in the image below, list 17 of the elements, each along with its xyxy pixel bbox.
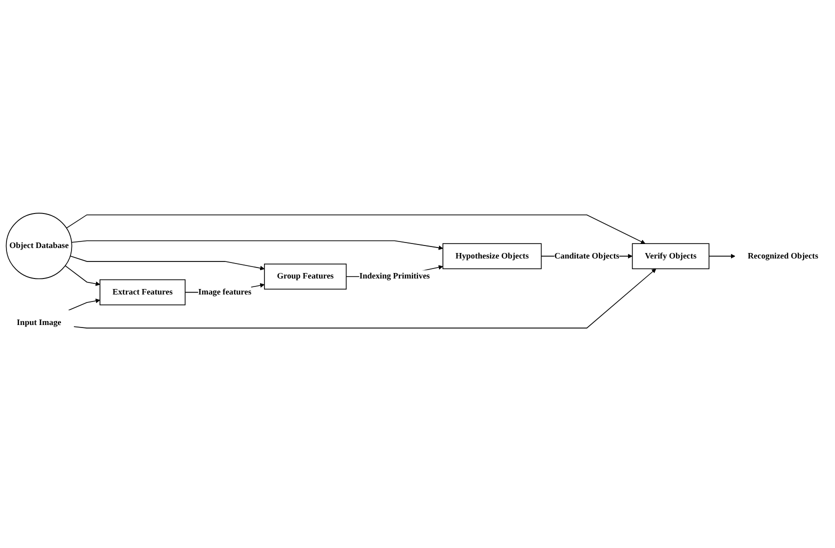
edge-label: Indexing Primitives — [359, 272, 430, 280]
arrow — [68, 298, 100, 310]
node-box: Hypothesize Objects — [442, 242, 542, 269]
node-box: Extract Features — [100, 279, 186, 305]
edge-label: Canditate Objects — [554, 251, 620, 260]
node-text: Input Image — [16, 318, 62, 327]
arrow — [71, 240, 444, 250]
arrow — [708, 254, 736, 258]
node-text: Recognized Objects — [748, 251, 818, 260]
arrow — [64, 265, 100, 286]
edge-label: Image features — [198, 287, 252, 296]
arrow — [66, 214, 646, 244]
node-box: Verify Objects — [632, 242, 710, 269]
arrow — [70, 255, 265, 270]
node-box: Group Features — [264, 263, 347, 290]
arrow — [73, 268, 656, 328]
node-circle: Object Database — [6, 212, 72, 279]
